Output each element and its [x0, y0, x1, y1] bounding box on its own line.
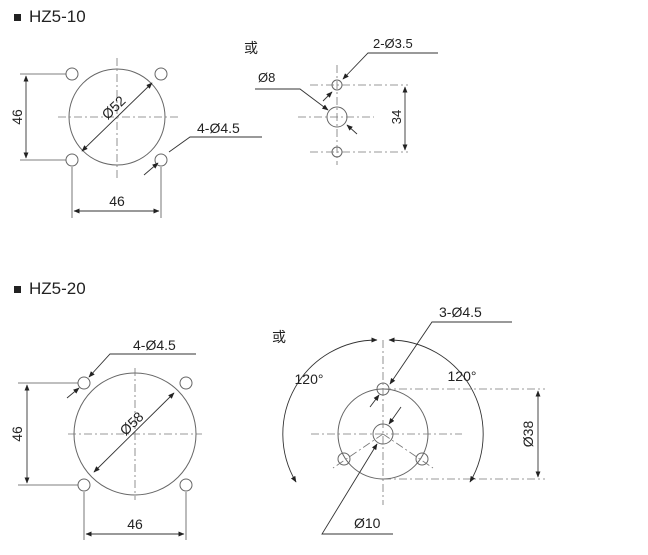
hz5-10-or-label: 或	[244, 40, 258, 56]
hz5-20-alt-center-label: Ø10	[354, 515, 381, 531]
hz5-10-alt-holes-label: 2-Ø3.5	[373, 36, 413, 51]
hz5-10-alt-center-leader	[255, 88, 329, 111]
title-hz5-10: HZ5-10	[29, 7, 86, 26]
hz5-20-mount-hole-br	[179, 478, 193, 492]
hz5-10-alt-spacing-label: 34	[389, 110, 404, 124]
hz5-20-mount-hole-tl	[77, 376, 91, 390]
hz5-10-mount-hole-tl	[65, 67, 79, 81]
hz5-20-or-label: 或	[272, 329, 286, 345]
hz5-20-alt-circle-label: Ø38	[520, 421, 536, 448]
hz5-10-height-label: 46	[9, 109, 25, 125]
hz5-20-diameter-dimension-line	[93, 392, 175, 473]
hz5-10-diameter-label: Ø52	[98, 92, 128, 122]
hz5-10-alternative-drawing: 或 34 2-Ø3.5 Ø8	[244, 36, 438, 165]
bullet-square	[14, 285, 21, 293]
hz5-20-height-label: 46	[9, 426, 25, 442]
hz5-20-alt-center-leader	[321, 443, 393, 535]
hz5-20-alt-center-arrow-opposite	[388, 406, 402, 425]
hz5-20-mount-hole-bl	[77, 478, 91, 492]
hz5-10-alt-holes-arrow-opposite	[322, 91, 333, 102]
hz5-10-main-drawing: Ø52 4-Ø4.5 46 46	[9, 58, 262, 218]
hz5-10-mount-hole-tr	[154, 67, 168, 81]
hz5-20-hole-leader	[88, 353, 196, 378]
hz5-10-mount-hole-br	[154, 153, 168, 167]
hz5-20-mount-hole-tr	[179, 376, 193, 390]
section-title-hz5-10: HZ5-10	[14, 7, 86, 27]
hz5-20-alt-angle-right-label: 120°	[448, 368, 477, 384]
hz5-20-alt-holes-arrow-opposite	[369, 394, 380, 408]
hz5-20-holes-label: 4-Ø4.5	[133, 337, 176, 353]
hz5-20-alt-angle-left-label: 120°	[295, 371, 324, 387]
hz5-20-alt-angle-arc-left	[282, 337, 378, 483]
hz5-10-alt-center-arrow-opposite	[346, 124, 358, 135]
hz5-20-alt-radial-right	[382, 433, 434, 469]
hz5-10-alt-center-label: Ø8	[258, 70, 275, 85]
bullet-square	[14, 13, 21, 21]
hz5-20-width-label: 46	[127, 516, 143, 532]
hz5-10-hole-leader	[168, 136, 262, 153]
section-title-hz5-20: HZ5-20	[14, 279, 86, 299]
hz5-10-diameter-dimension-line	[81, 82, 153, 152]
hz5-10-alt-holes-leader	[342, 52, 438, 80]
hz5-10-width-label: 46	[109, 193, 125, 209]
title-hz5-20: HZ5-20	[29, 279, 86, 298]
hz5-20-alternative-drawing: 或 120° 120° Ø38 3-Ø4.5 Ø10	[272, 304, 545, 535]
hz5-20-alt-holes-leader	[389, 321, 512, 385]
hz5-20-alt-radial-left	[332, 433, 384, 469]
hz5-10-hole-leader-arrow	[143, 162, 159, 176]
hz5-20-hole-arrow-opposite	[66, 387, 80, 399]
hz5-20-main-drawing: Ø58 4-Ø4.5 46 46	[9, 337, 202, 540]
hz5-10-holes-label: 4-Ø4.5	[197, 120, 240, 136]
hz5-10-mount-hole-bl	[65, 153, 79, 167]
hz5-20-alt-holes-label: 3-Ø4.5	[439, 304, 482, 320]
hz5-20-alt-angle-arc-right	[388, 337, 484, 483]
